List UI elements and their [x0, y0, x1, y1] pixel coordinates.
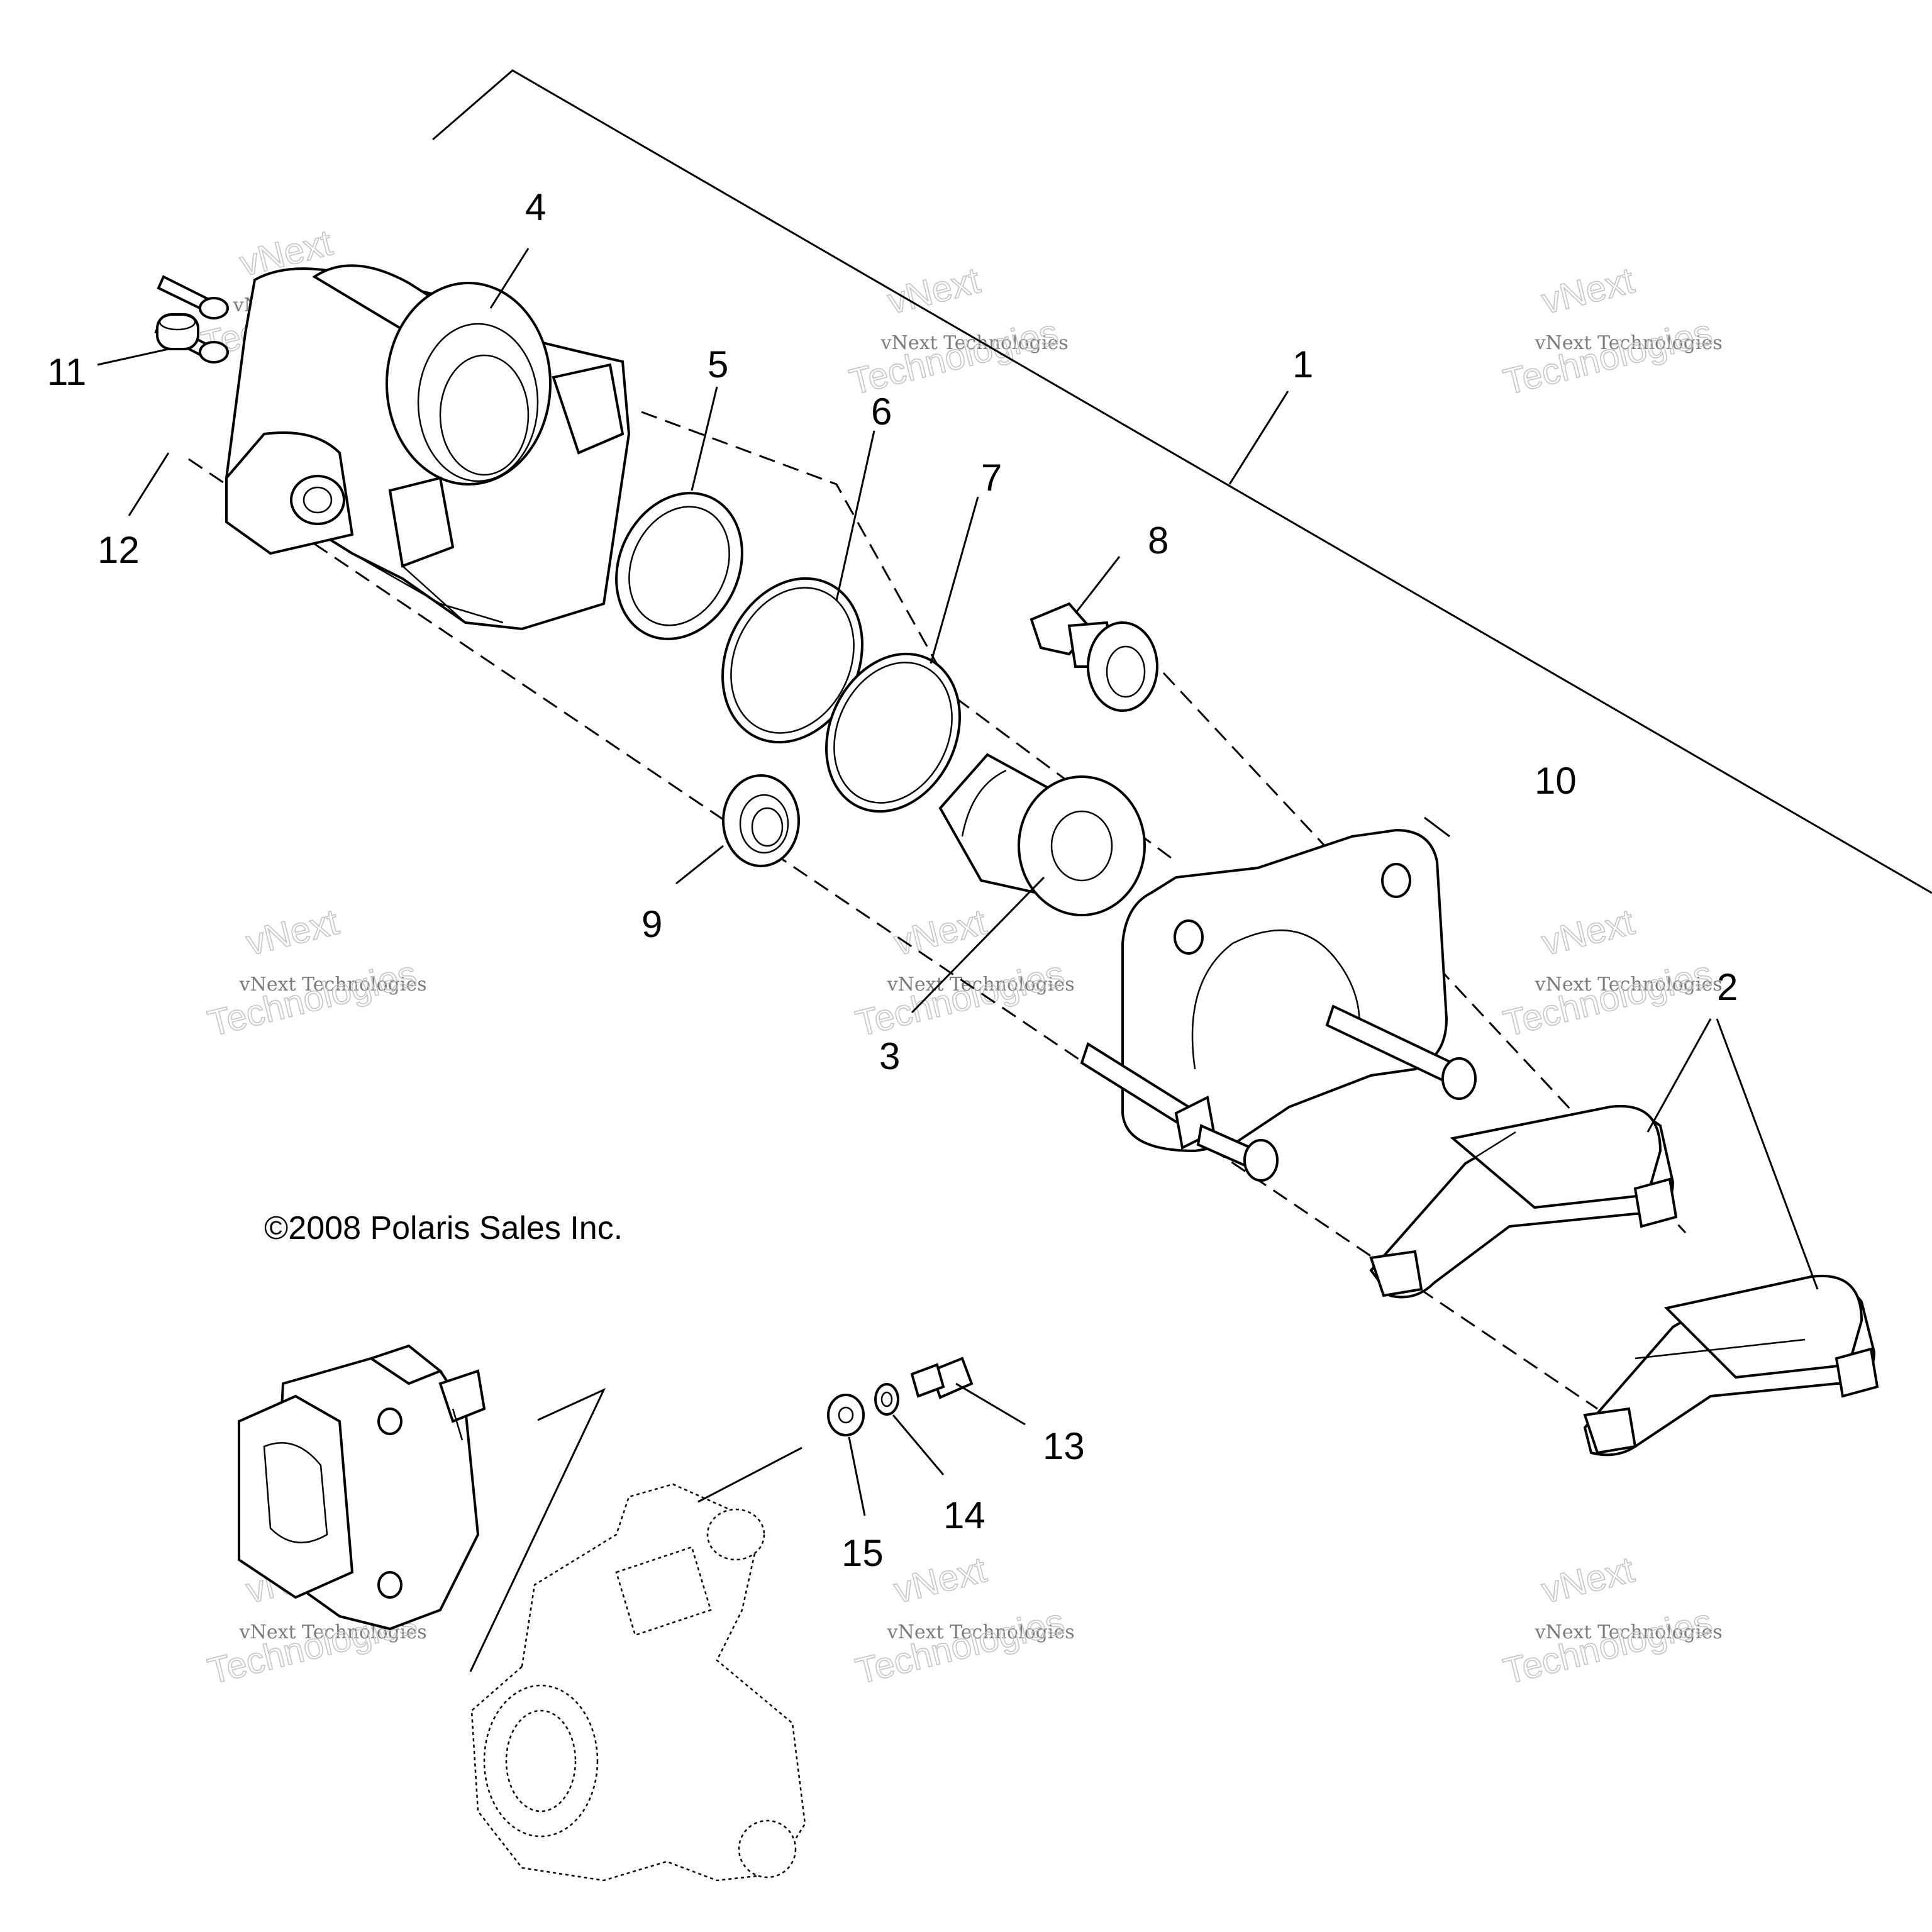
watermark-word-vnext: vNext	[884, 260, 984, 322]
watermark-word-technologies: Technologies	[852, 1601, 1068, 1692]
watermark-word-vnext: vNext	[1538, 901, 1638, 963]
assembly-bracket-line	[432, 69, 1932, 894]
brake-pad-rear	[1583, 1274, 1879, 1457]
watermark-word-vnext: vNext	[242, 901, 343, 963]
watermark-text: vNext Technologies	[239, 974, 427, 996]
watermark-text: vNext Technologies	[887, 1621, 1075, 1643]
callout-15: 15	[841, 1532, 884, 1574]
caliper-piston	[938, 753, 1146, 916]
callout-5: 5	[708, 343, 728, 386]
watermark-word-technologies: Technologies	[1499, 953, 1716, 1045]
callout-3: 3	[879, 1035, 900, 1077]
mounting-bolt	[910, 1357, 974, 1399]
callout-1: 1	[1292, 343, 1313, 386]
watermark-text: vNext Technologies	[1535, 1621, 1723, 1643]
callout-6: 6	[871, 391, 892, 433]
watermark-word-technologies: Technologies	[1499, 1601, 1716, 1692]
caliper-body	[225, 264, 631, 631]
watermark-word-vnext: vNext	[890, 1549, 991, 1611]
inset-bracket-line	[469, 1387, 606, 1672]
mounting-bracket	[1080, 828, 1477, 1182]
lower-pin-centerline	[188, 458, 1598, 1410]
knuckle-leader-line	[697, 1446, 802, 1503]
brake-pad-front	[1369, 1104, 1678, 1299]
watermark-text: vNext Technologies	[1535, 332, 1723, 354]
copyright-text: ©2008 Polaris Sales Inc.	[264, 1210, 623, 1246]
watermark-word-technologies: Technologies	[204, 953, 420, 1045]
watermark-text: vNext Technologies	[887, 974, 1075, 996]
o-ring	[825, 652, 961, 813]
piston-seal-ring	[721, 577, 863, 744]
watermark-text: vNext Technologies	[880, 332, 1069, 354]
callout-14: 14	[943, 1494, 985, 1536]
watermark-text: vNext Technologies	[1535, 974, 1723, 996]
watermark-word-vnext: vNext	[1538, 260, 1638, 322]
callout-2: 2	[1717, 966, 1738, 1008]
watermark-bottom-right: vNext vNext Technologies Technologies	[1499, 1548, 1723, 1692]
leader-lines	[97, 248, 1819, 1516]
watermark-word-technologies: Technologies	[1499, 312, 1716, 403]
callout-10: 10	[1535, 760, 1577, 802]
callout-9: 9	[641, 903, 662, 945]
lock-washer	[874, 1383, 899, 1416]
watermark-middle-right: vNext vNext Technologies Technologies	[1499, 901, 1723, 1045]
flat-washer	[827, 1394, 865, 1436]
callout-7: 7	[981, 457, 1002, 499]
watermark-middle-left: vNext vNext Technologies Technologies	[204, 901, 427, 1045]
bleeder-fitting	[1030, 602, 1158, 712]
pin-boot-cap	[156, 313, 199, 350]
watermark-word-vnext: vNext	[890, 901, 991, 963]
dust-seal-ring	[615, 492, 743, 640]
callout-8: 8	[1148, 519, 1169, 562]
pin-bushing	[722, 774, 800, 867]
callout-12: 12	[97, 529, 140, 571]
watermark-word-vnext: vNext	[1538, 1549, 1638, 1611]
watermark-top-right: vNext vNext Technologies Technologies	[1499, 259, 1723, 403]
assembled-caliper-inset	[238, 1344, 486, 1631]
callout-4: 4	[525, 186, 546, 228]
steering-knuckle-outline	[470, 1483, 806, 1882]
callout-11: 11	[47, 351, 86, 393]
callout-13: 13	[1043, 1425, 1085, 1467]
